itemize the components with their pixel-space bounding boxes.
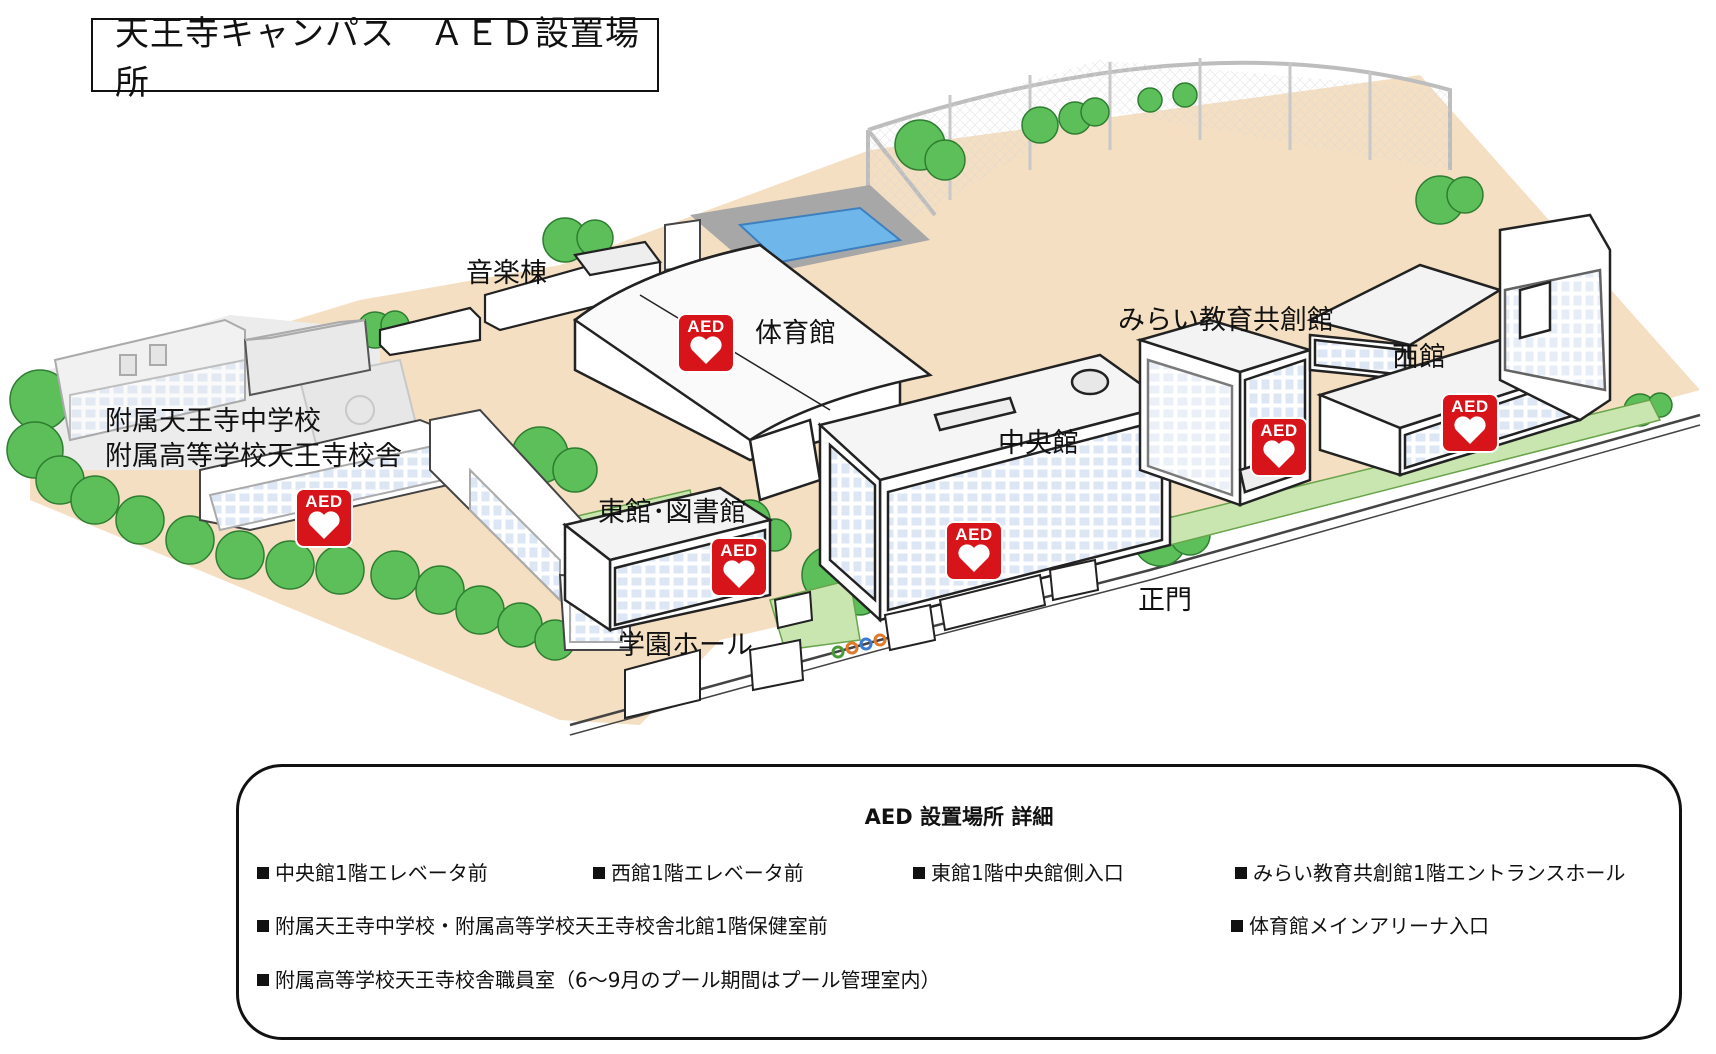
heart-icon [690, 336, 722, 364]
square-bullet-icon [1235, 867, 1247, 879]
heart-icon [958, 544, 990, 572]
heart-icon [308, 511, 340, 539]
bicycles [831, 633, 887, 659]
detail-item: 西館1階エレベータ前 [593, 857, 804, 886]
square-bullet-icon [913, 867, 925, 879]
map-title: 天王寺キャンパス ＡＥＤ設置場所 [91, 14, 659, 103]
label-west-building: 西館 [1392, 342, 1446, 373]
aed-marker-mirai-building[interactable]: AED [1252, 419, 1306, 475]
aed-marker-west-building[interactable]: AED [1443, 395, 1497, 451]
label-gymnasium: 体育館 [755, 318, 836, 349]
aed-marker-central-building[interactable]: AED [947, 523, 1001, 579]
label-music-building: 音楽棟 [466, 258, 547, 289]
aed-badge-text: AED [687, 317, 725, 336]
tree-belt-left [6, 369, 576, 661]
details-heading: AED 設置場所 詳細 [864, 805, 1054, 829]
label-fuzoku-line2: 附属高等学校天王寺校舎 [105, 441, 402, 472]
heart-icon [1263, 440, 1295, 468]
detail-item: 附属高等学校天王寺校舎職員室（6～9月のプール期間はプール管理室内） [257, 964, 940, 993]
detail-item: 中央館1階エレベータ前 [257, 857, 488, 886]
detail-item: 体育館メインアリーナ入口 [1231, 910, 1489, 939]
aed-marker-gymnasium[interactable]: AED [679, 315, 733, 371]
aed-badge-text: AED [1451, 397, 1489, 416]
heart-icon [723, 560, 755, 588]
aed-badge-text: AED [1260, 421, 1298, 440]
aed-marker-east-building[interactable]: AED [712, 539, 766, 595]
aed-marker-fuzoku-school[interactable]: AED [297, 490, 351, 546]
detail-item: 附属天王寺中学校・附属高等学校天王寺校舎北館1階保健室前 [257, 910, 828, 939]
west-building [1306, 213, 1612, 477]
mirai-building [1135, 318, 1315, 507]
label-central-building: 中央館 [998, 428, 1079, 459]
aed-badge-text: AED [720, 541, 758, 560]
square-bullet-icon [257, 920, 269, 932]
label-fuzoku-line1: 附属天王寺中学校 [105, 406, 321, 437]
detail-item: 東館1階中央館側入口 [913, 857, 1124, 886]
aed-details-panel: AED 設置場所 詳細 中央館1階エレベータ前 西館1階エレベータ前 東館1階中… [236, 764, 1682, 1040]
label-main-gate: 正門 [1138, 585, 1192, 616]
square-bullet-icon [257, 974, 269, 986]
detail-item: みらい教育共創館1階エントランスホール [1235, 857, 1625, 886]
aed-badge-text: AED [305, 492, 343, 511]
square-bullet-icon [257, 867, 269, 879]
heart-icon [1454, 416, 1486, 444]
front-structures [624, 558, 1100, 720]
label-mirai-building: みらい教育共創館 [1118, 305, 1334, 336]
aed-badge-text: AED [955, 525, 993, 544]
square-bullet-icon [1231, 920, 1243, 932]
label-gakuen-hall: 学園ホール [618, 630, 753, 661]
square-bullet-icon [593, 867, 605, 879]
label-east-library: 東館･図書館 [598, 497, 747, 528]
fuzoku-school-buildings [53, 318, 631, 651]
